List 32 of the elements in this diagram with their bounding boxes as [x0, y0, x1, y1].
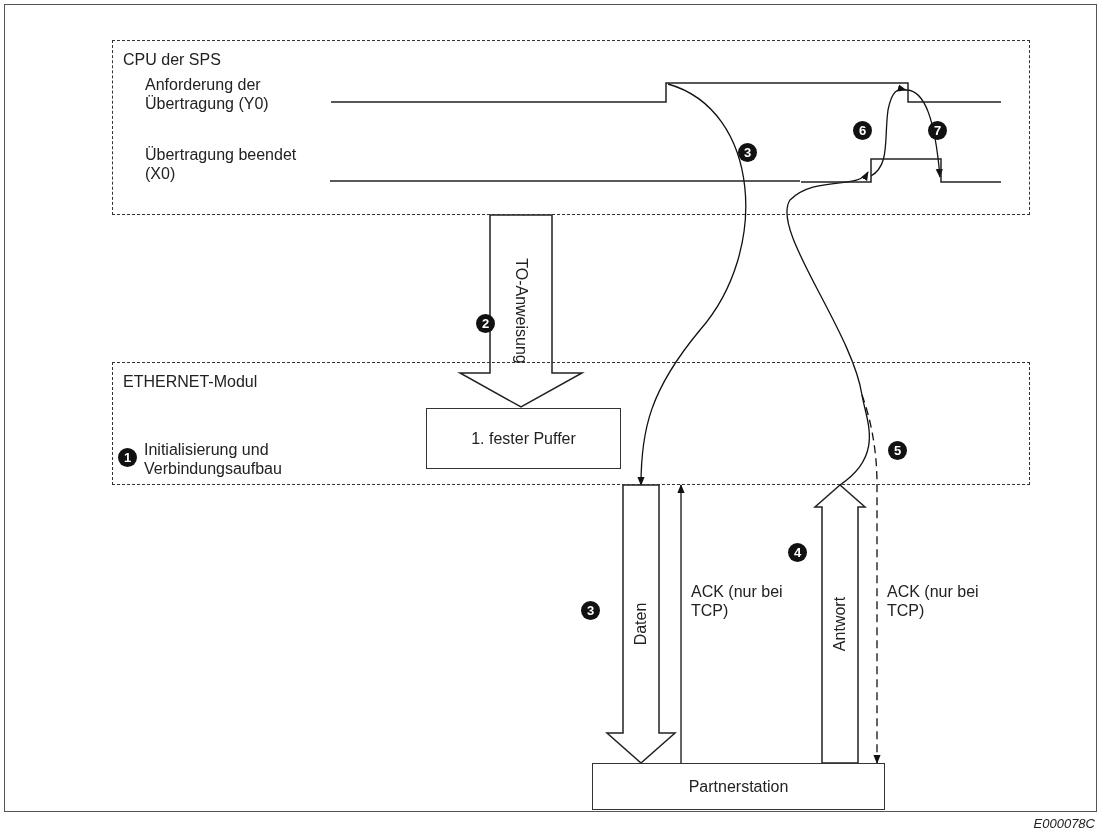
block-arrow — [605, 484, 677, 764]
station-box: Partnerstation — [592, 763, 885, 810]
callout-number: 3 — [738, 143, 757, 162]
callout-number: 7 — [928, 121, 947, 140]
arrow — [677, 484, 685, 764]
block-arrow — [457, 214, 585, 408]
ethernet-module-frame — [112, 362, 1030, 485]
edge-label: TO-Anweisung — [511, 258, 530, 364]
block-arrow — [813, 484, 867, 764]
callout-number: 1 — [118, 448, 137, 467]
callout-number: 6 — [853, 121, 872, 140]
label-text: Übertragung beendet (X0) — [145, 145, 298, 183]
signal-waveform — [801, 157, 1001, 184]
edge-label: Daten — [631, 602, 650, 646]
caption: E000078C — [1033, 816, 1095, 831]
arrow — [786, 171, 871, 486]
arrow — [861, 394, 881, 764]
signal-waveform — [331, 81, 1001, 105]
callout-number: 5 — [888, 441, 907, 460]
edge-label: ACK (nur bei TCP) — [887, 582, 980, 620]
label-text: Initialisierung und Verbindungsaufbau — [144, 440, 283, 478]
edge-label: Antwort — [831, 596, 850, 652]
edge-label: ACK (nur bei TCP) — [691, 582, 784, 620]
arrow — [637, 83, 747, 486]
callout-number: 3 — [581, 601, 600, 620]
callout-number: 4 — [788, 543, 807, 562]
buffer-box: 1. fester Puffer — [426, 408, 621, 469]
arrow — [870, 84, 907, 177]
label-text: Anforderung der Übertragung (Y0) — [145, 75, 270, 113]
group-title: CPU der SPS — [123, 51, 221, 69]
group-title: ETHERNET-Modul — [123, 373, 258, 391]
arrow — [905, 89, 943, 178]
